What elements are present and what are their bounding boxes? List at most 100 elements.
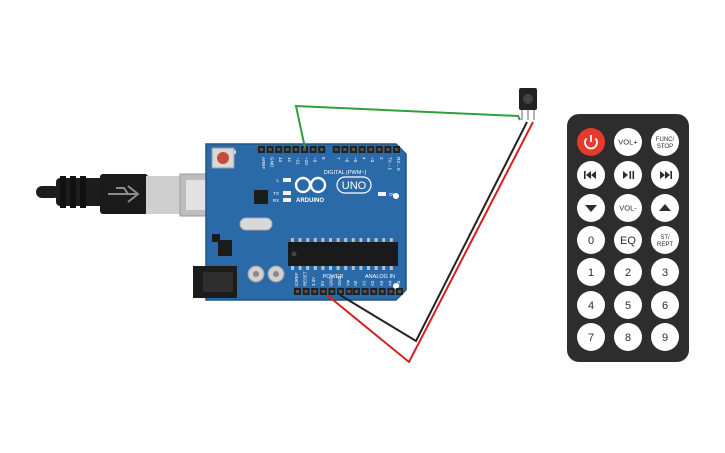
remote-button-label: EQ (620, 235, 636, 247)
digital-pin-hole (320, 148, 324, 151)
remote-button-next[interactable] (651, 161, 679, 189)
power-label: POWER (323, 274, 344, 280)
remote-button-four[interactable]: 4 (577, 291, 605, 319)
chip-leg (351, 238, 355, 242)
power-pin-hole (304, 290, 308, 293)
reset-button-cap (217, 152, 229, 164)
remote-button-seven[interactable]: 7 (577, 323, 605, 351)
remote-button-label: ST/REPT (657, 235, 673, 248)
remote-button-one[interactable]: 1 (577, 258, 605, 286)
digital-pin-label: 2 (379, 157, 384, 160)
remote-button-func-stop[interactable]: FUNC/STOP (651, 128, 679, 156)
mounting-hole (393, 193, 399, 199)
power-pin-header (294, 288, 353, 295)
analog-pin-label: A3 (379, 280, 384, 286)
chip-leg (291, 238, 294, 242)
chip-leg (382, 238, 386, 242)
remote-button-up[interactable] (651, 194, 679, 222)
remote-button-face (651, 258, 679, 286)
remote-button-face (614, 226, 642, 254)
digital-pin-label: ~3 (370, 157, 375, 163)
chip-leg (298, 266, 302, 270)
usb-grip-ring (70, 176, 76, 208)
mounting-hole (393, 283, 399, 289)
remote-button-two[interactable]: 2 (614, 258, 642, 286)
dc-power-jack[interactable] (193, 266, 237, 298)
remote-button-label: FUNC/STOP (656, 137, 675, 150)
remote-button-zero[interactable]: 0 (577, 226, 605, 254)
led-rx-label: RX (273, 198, 279, 203)
crystal-oscillator (239, 217, 273, 231)
chip-leg (359, 238, 363, 242)
remote-button-play-pause[interactable] (614, 161, 642, 189)
analog-pin-label: A1 (362, 280, 367, 286)
remote-button-face (577, 258, 605, 286)
chip-leg (298, 238, 302, 242)
skip-back-icon (584, 171, 596, 179)
remote-button-down[interactable] (577, 194, 605, 222)
remote-button-label-line: STOP (657, 144, 673, 150)
digital-pin-label: ~9 (313, 157, 318, 163)
wire-ground[interactable] (339, 121, 528, 343)
power-pin-label: RESET (303, 271, 308, 286)
remote-button-five[interactable]: 5 (614, 291, 642, 319)
power-pin-hole (339, 290, 342, 293)
play-triangle (623, 171, 628, 179)
remote-button-st-rept[interactable]: ST/REPT (651, 226, 679, 254)
power-pin-label: IOREF (294, 272, 299, 286)
pause-bar (632, 171, 635, 179)
chip-leg (382, 266, 386, 270)
skip-back-bar (584, 171, 586, 179)
ir-receiver-lens (523, 94, 533, 104)
chip-leg (336, 266, 340, 270)
power-icon-arc (584, 137, 598, 150)
digital-pin-hole (277, 148, 281, 151)
remote-button-face (577, 323, 605, 351)
chip-leg (321, 238, 325, 242)
power-pin-hole (321, 290, 325, 293)
power-pin-label: 3.3V (311, 277, 316, 286)
brand-label: ARDUINO (296, 198, 324, 204)
remote-button-nine[interactable]: 9 (651, 323, 679, 351)
atmega-chip-body (288, 242, 398, 266)
analog-pin-label: A5 (396, 280, 401, 286)
power-pin-hole (313, 290, 317, 293)
remote-button-power[interactable] (577, 128, 605, 156)
led-l-label: L (276, 178, 279, 183)
power-pin-hole (296, 290, 299, 293)
usb-symbol-icon (108, 185, 140, 203)
remote-button-prev[interactable] (577, 161, 605, 189)
remote-button-eight[interactable]: 8 (614, 323, 642, 351)
remote-button-vol-up[interactable]: VOL+ (614, 128, 642, 156)
skip-back-triangles (586, 171, 596, 179)
arrow-up-triangle (659, 204, 671, 211)
remote-button-face (651, 226, 679, 254)
chip-leg (344, 238, 348, 242)
remote-button-eq[interactable]: EQ (614, 226, 642, 254)
wires (294, 104, 534, 364)
uno-badge (336, 176, 372, 194)
digital-pin-label: ~11 (295, 157, 300, 165)
remote-button-label: 3 (662, 267, 668, 279)
wire-power[interactable] (326, 121, 534, 364)
remote-button-six[interactable]: 6 (651, 291, 679, 319)
remote-button-label: 6 (662, 300, 668, 312)
led-rx (283, 198, 291, 202)
digital-pin-label: AREF (261, 157, 266, 169)
digital-pin-label: RX←0 (396, 157, 401, 171)
remote-button-vol-down[interactable]: VOL- (614, 194, 642, 222)
digital-pin-hole (268, 148, 272, 151)
led-l (283, 178, 291, 182)
remote-button-label: VOL- (619, 204, 637, 213)
chip-leg (359, 266, 363, 270)
capacitor-top (273, 271, 279, 277)
digital-pin-hole (352, 148, 355, 151)
chip-leg (351, 266, 355, 270)
wire-signal[interactable] (294, 104, 521, 149)
remote-button-three[interactable]: 3 (651, 258, 679, 286)
ir-receiver[interactable] (519, 88, 537, 120)
